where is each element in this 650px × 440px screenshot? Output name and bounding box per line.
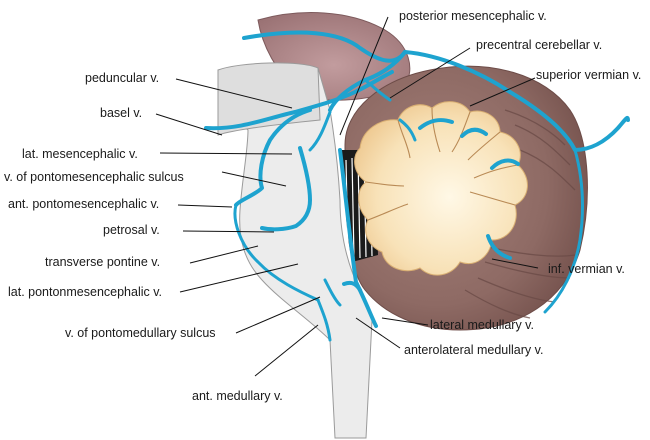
label-v-of-pontomesencephalic-sulcus: v. of pontomesencephalic sulcus [4,170,184,184]
label-superior-vermian-v: superior vermian v. [536,68,641,82]
label-basel-v: basel v. [100,106,142,120]
label-lat-pontonmesencephalic-v: lat. pontonmesencephalic v. [8,285,162,299]
brainstem [217,67,373,439]
veins [204,30,630,342]
label-ant-pontomesencephalic-v: ant. pontomesencephalic v. [8,197,159,211]
cortex-sulci [365,107,519,221]
labels: posterior mesencephalic v. precentral ce… [4,9,641,403]
label-posterior-mesencephalic-v: posterior mesencephalic v. [399,9,547,23]
label-peduncular-v: peduncular v. [85,71,159,85]
label-anterolateral-medullary-v: anterolateral medullary v. [404,343,543,357]
label-precentral-cerebellar-v: precentral cerebellar v. [476,38,602,52]
label-ant-medullary-v: ant. medullary v. [192,389,283,403]
label-lat-mesencephalic-v: lat. mesencephalic v. [22,147,138,161]
label-v-of-pontomedullary-sulcus: v. of pontomedullary sulcus [65,326,216,340]
leader-lines [155,16,539,377]
label-lateral-medullary-v: lateral medullary v. [430,318,534,332]
label-transverse-pontine-v: transverse pontine v. [45,255,160,269]
label-petrosal-v: petrosal v. [103,223,160,237]
label-inf-vermian-v: inf. vermian v. [548,262,625,276]
